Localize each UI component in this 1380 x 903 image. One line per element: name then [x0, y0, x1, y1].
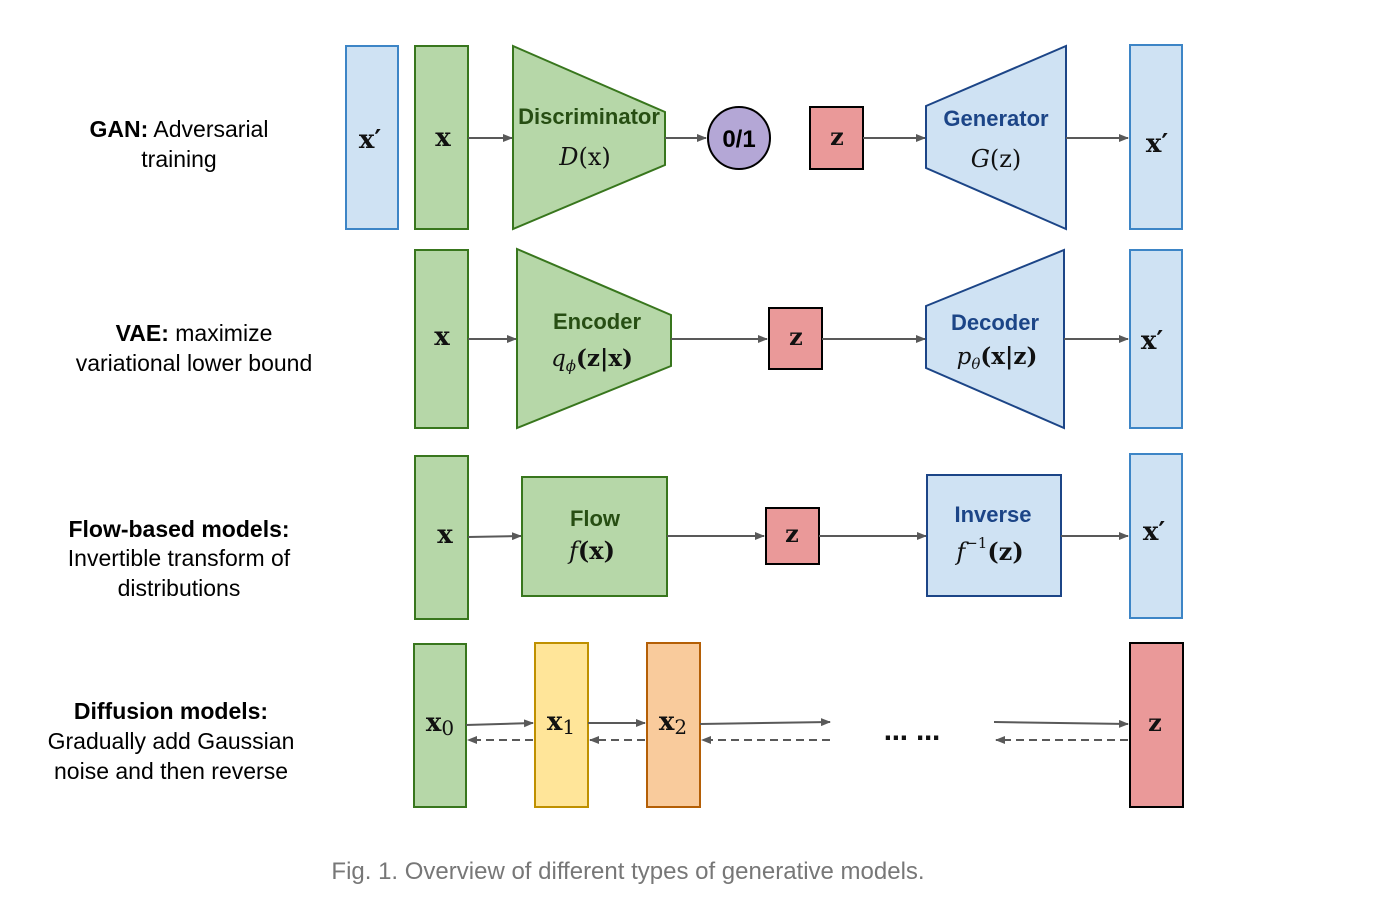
flow-x-prime-label: x′ — [1143, 517, 1166, 547]
flow-row: x Flow f(x) z Inverse f−1(z) x′ — [414, 453, 1183, 620]
row-label-diffusion-line2: Gradually add Gaussian — [48, 728, 295, 754]
vae-z-label: z — [789, 322, 803, 351]
diffusion-z-label: z — [1148, 708, 1162, 737]
diffusion-arrow-to-z — [993, 719, 1129, 728]
gan-x-label: x — [435, 123, 451, 153]
gan-row: x′ x Discriminator D(x) 0/1 z Generator … — [345, 44, 1183, 231]
discriminator-name: Discriminator — [518, 104, 660, 129]
diffusion-arrow-x0-to-x1 — [465, 719, 534, 728]
gan-z-box — [809, 106, 864, 170]
row-label-vae-rest: maximize — [169, 320, 273, 346]
svg-text:x0: x0 — [426, 708, 454, 740]
figure-caption: Fig. 1. Overview of different types of g… — [331, 858, 925, 885]
gan-x-prime-left-label: x′ — [359, 125, 382, 155]
gan-x-prime-right-box — [1129, 44, 1183, 230]
svg-text:pθ(x|z): pθ(x|z) — [957, 343, 1038, 373]
svg-text:x1: x1 — [547, 707, 575, 739]
row-label-diffusion-bold: Diffusion models: — [74, 698, 268, 724]
discriminator-block — [512, 44, 666, 231]
row-label-diffusion: Diffusion models: Gradually add Gaussian… — [48, 698, 295, 784]
flow-arrow-x-to-flow — [467, 532, 522, 541]
generator-fn: G — [971, 145, 990, 173]
row-label-flow-bold: Flow-based models: — [68, 516, 289, 542]
row-label-flow-line2: Invertible transform of — [68, 545, 291, 571]
diffusion-arrow-x2-forward — [699, 718, 831, 727]
discriminator-arg: (x) — [578, 143, 610, 171]
diffusion-x0-sub: 0 — [441, 716, 454, 740]
svg-text:GAN: Adversarial: GAN: Adversarial — [90, 116, 269, 142]
flow-arg: (x) — [578, 536, 615, 565]
decoder-sub: θ — [971, 355, 980, 373]
flow-x-prime-box — [1129, 453, 1183, 619]
generator-arg: (z) — [990, 145, 1021, 173]
row-label-gan: GAN: Adversarial training — [90, 116, 269, 172]
row-label-gan-bold: GAN: — [90, 116, 149, 142]
row-label-vae-bold: VAE: — [116, 320, 169, 346]
flow-z-label: z — [785, 519, 799, 548]
gan-output-node — [707, 106, 771, 170]
diffusion-x2-box — [646, 642, 701, 808]
svg-text:D(x): D(x) — [558, 143, 611, 171]
vae-x-box — [414, 249, 469, 429]
svg-text:f−1(z): f−1(z) — [954, 534, 1023, 566]
encoder-sub: ϕ — [566, 357, 576, 375]
row-label-gan-line2: training — [141, 146, 216, 172]
vae-row: x Encoder qϕ(z|x) z Decoder pθ(x|z) x′ — [414, 247, 1183, 430]
svg-text:x2: x2 — [659, 707, 687, 739]
svg-text:qϕ(z|x): qϕ(z|x) — [551, 345, 633, 375]
decoder-fn: p — [957, 344, 972, 370]
row-label-flow-line3: distributions — [118, 575, 241, 601]
diffusion-x1-base: x — [547, 707, 563, 737]
row-label-flow: Flow-based models: Invertible transform … — [68, 516, 291, 601]
row-label-vae-line2: variational lower bound — [76, 350, 313, 376]
encoder-block — [516, 247, 672, 430]
svg-text:f(x): f(x) — [567, 536, 615, 565]
decoder-name: Decoder — [951, 310, 1039, 335]
generator-block — [925, 44, 1067, 231]
encoder-name: Encoder — [553, 309, 641, 334]
gan-x-prime-right-label: x′ — [1146, 129, 1169, 159]
flow-block — [521, 476, 668, 597]
diffusion-x1-box — [534, 642, 589, 808]
diffusion-x0-box — [413, 643, 467, 808]
svg-text:G(z): G(z) — [971, 145, 1022, 173]
row-label-gan-rest: Adversarial — [148, 116, 268, 142]
flow-x-box — [414, 455, 469, 620]
inverse-block — [926, 474, 1062, 597]
svg-text:Flow-based models:: Flow-based models: — [68, 516, 289, 542]
diffusion-ellipsis: … … — [884, 718, 940, 746]
vae-x-prime-label: x′ — [1141, 326, 1164, 356]
diffusion-x2-base: x — [659, 707, 675, 737]
diffusion-x1-sub: 1 — [562, 715, 575, 739]
row-label-vae: VAE: maximize variational lower bound — [76, 320, 313, 376]
decoder-block — [925, 248, 1065, 430]
vae-x-label: x — [434, 322, 450, 352]
inverse-name: Inverse — [954, 502, 1031, 527]
discriminator-fn: D — [558, 143, 578, 171]
diffusion-row: x0 x1 x2 … … z — [413, 642, 1184, 808]
gan-z-label: z — [830, 122, 844, 151]
encoder-arg: (z|x) — [576, 345, 633, 372]
svg-text:Diffusion models:: Diffusion models: — [74, 698, 268, 724]
diffusion-x2-sub: 2 — [674, 715, 687, 739]
flow-name: Flow — [570, 506, 621, 531]
inverse-sup: −1 — [965, 534, 987, 552]
encoder-fn: q — [551, 346, 566, 372]
vae-z-box — [768, 307, 823, 370]
decoder-arg: (x|z) — [980, 343, 1037, 370]
diffusion-x0-base: x — [426, 708, 442, 738]
row-label-diffusion-line3: noise and then reverse — [54, 758, 288, 784]
inverse-arg: (z) — [987, 537, 1023, 566]
gan-output-label: 0/1 — [722, 126, 755, 153]
gan-x-prime-left-box — [345, 45, 399, 230]
generator-name: Generator — [943, 106, 1049, 131]
flow-x-label: x — [437, 520, 453, 550]
svg-text:VAE: maximize: VAE: maximize — [116, 320, 273, 346]
diffusion-z-box — [1129, 642, 1184, 808]
gan-x-box — [414, 45, 469, 230]
vae-x-prime-box — [1129, 249, 1183, 429]
